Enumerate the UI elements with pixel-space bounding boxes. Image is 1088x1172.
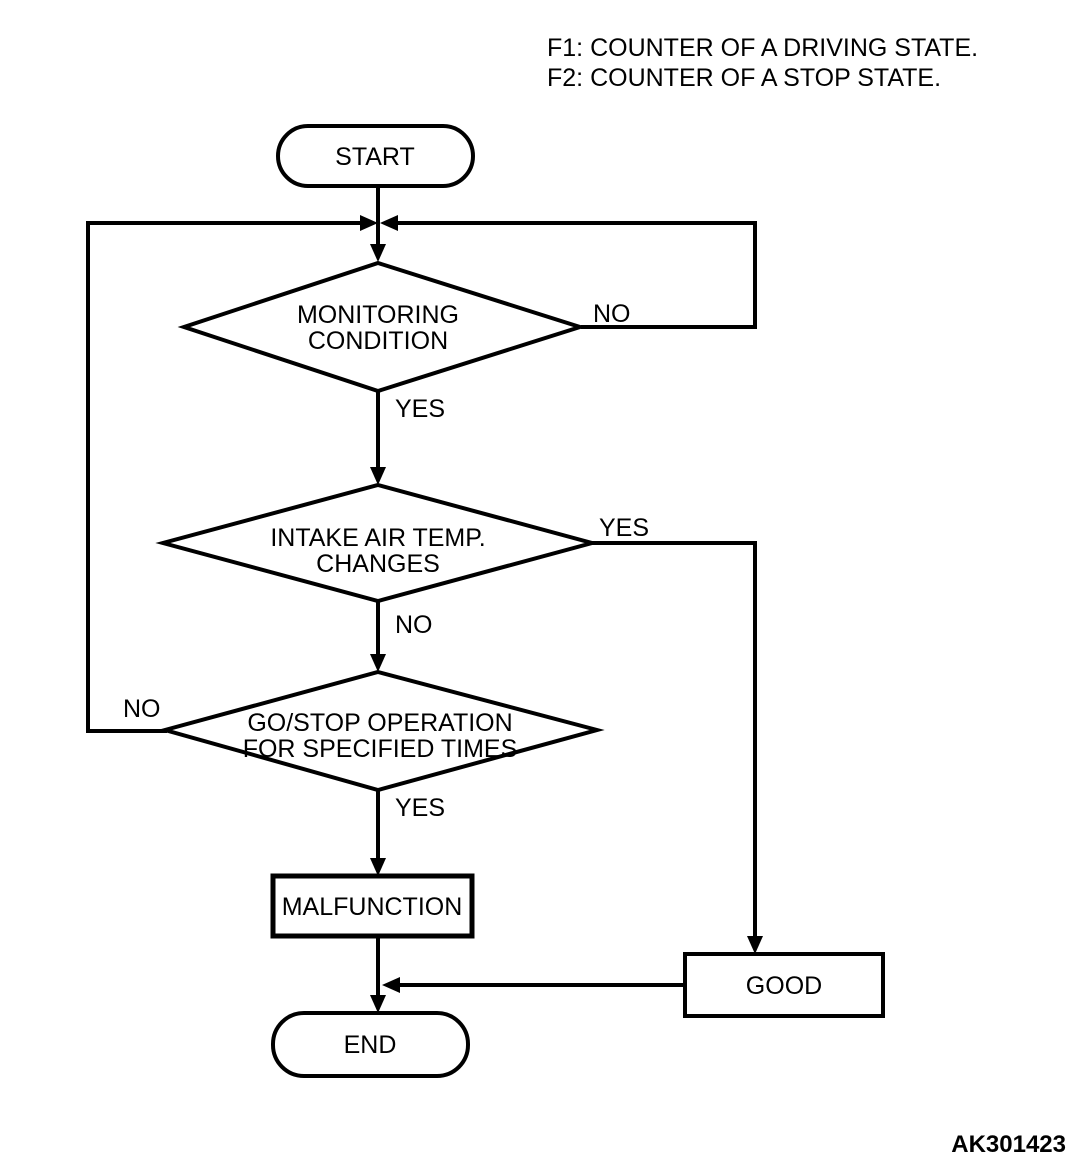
edge-decision2-no [370,599,386,672]
decision3-label-line2: FOR SPECIFIED TIMES [243,735,518,763]
decision3-yes-label: YES [395,794,445,822]
edge-decision1-yes [370,389,386,485]
node-end: END [271,1011,470,1078]
node-start: START [276,124,475,188]
good-label: GOOD [746,972,822,1000]
arrowhead-right-junction [360,215,378,231]
edge-decision1-no-loop [380,215,757,329]
malfunction-label: MALFUNCTION [282,893,463,921]
decision2-diamond-shape [155,482,600,604]
good-box-shape [683,952,885,1018]
start-terminator-shape [276,124,475,188]
legend-counter-notes: F1: COUNTER OF A DRIVING STATE. F2: COUN… [547,34,978,92]
decision2-label-line1: INTAKE AIR TEMP. [270,524,485,552]
figure-id: AK301423 [951,1131,1066,1158]
edge-decision3-no-loop [86,215,378,733]
arrowhead-down-end [370,995,386,1013]
arrowhead-down-malfunction [370,858,386,876]
decision1-label-line1: MONITORING [297,301,459,329]
decision2-yes-label: YES [599,514,649,542]
arrowhead-left-junction [380,215,398,231]
arrowhead-down-good [747,936,763,954]
end-terminator-shape [271,1011,470,1078]
arrowhead-left-end-line [382,977,400,993]
decision1-yes-label: YES [395,395,445,423]
node-decision-go-stop-operation: GO/STOP OPERATION FOR SPECIFIED TIMES [157,669,605,793]
node-good: GOOD [683,952,885,1018]
end-label: END [344,1031,397,1059]
arrowhead-down-decision2 [370,467,386,485]
edge-malfunction-to-end [370,934,386,1013]
decision3-label-line1: GO/STOP OPERATION [247,709,512,737]
malfunction-box-shape [270,873,475,939]
edge-start-to-decision1 [370,183,386,262]
decision3-diamond-shape [157,669,605,793]
edge-decision2-yes-to-good [590,541,763,954]
decision1-no-label: NO [593,300,631,328]
node-decision-monitoring-condition: MONITORING CONDITION [177,260,587,394]
decision2-label-line2: CHANGES [316,550,440,578]
legend-line2: F2: COUNTER OF A STOP STATE. [547,64,941,92]
decision1-label-line2: CONDITION [308,327,448,355]
legend-line1: F1: COUNTER OF A DRIVING STATE. [547,34,978,62]
node-decision-intake-air-temp: INTAKE AIR TEMP. CHANGES [155,482,600,604]
decision2-no-label: NO [395,611,433,639]
decision3-no-label: NO [123,695,161,723]
start-label: START [335,143,415,171]
edge-decision3-yes [370,788,386,876]
arrowhead-down-decision3 [370,654,386,672]
decision1-diamond-shape [177,260,587,394]
edge-good-to-end [382,977,687,993]
arrowhead-down-decision1 [370,244,386,262]
node-malfunction: MALFUNCTION [270,873,475,939]
